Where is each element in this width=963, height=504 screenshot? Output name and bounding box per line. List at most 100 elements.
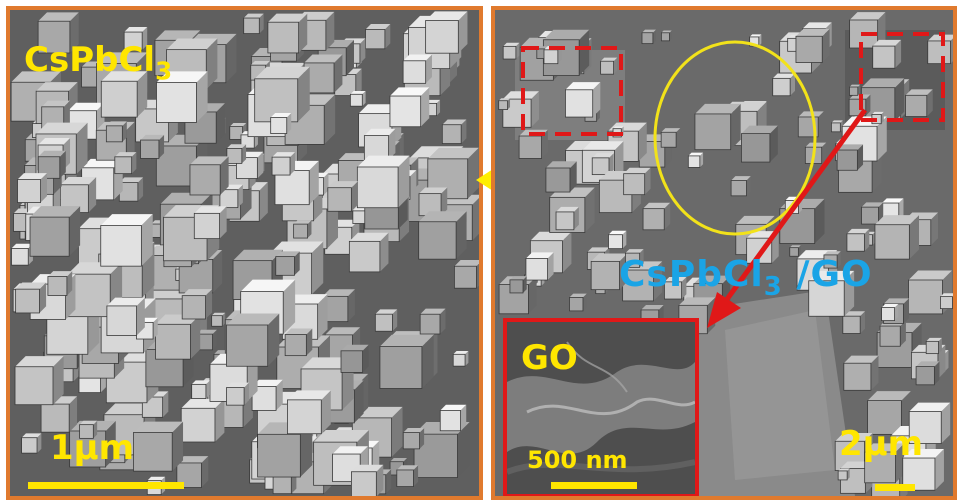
crystal-cube bbox=[123, 27, 148, 51]
crystal-cube bbox=[509, 276, 527, 294]
crystal-cube bbox=[694, 103, 741, 151]
crystal-cube bbox=[17, 173, 47, 203]
crystal-cube bbox=[660, 128, 681, 148]
crystal-cube bbox=[251, 379, 283, 411]
crystal-cube bbox=[915, 361, 940, 386]
crystal-cube bbox=[836, 144, 864, 171]
crystal-cube bbox=[664, 277, 687, 300]
crystal-cube bbox=[191, 380, 210, 399]
crystal-cube bbox=[881, 303, 899, 321]
crystal-cube bbox=[874, 215, 919, 260]
cspbcl3-go-label: CsPbCl3 /GO bbox=[619, 254, 873, 303]
crystal-cube bbox=[351, 464, 384, 496]
crystal-cube bbox=[348, 232, 389, 273]
highlight-ellipse bbox=[653, 40, 817, 236]
crystal-cube bbox=[730, 176, 751, 197]
crystal-cube bbox=[908, 402, 951, 444]
crystal-cube bbox=[270, 113, 292, 134]
crystal-cube bbox=[40, 396, 78, 433]
crystal-cube bbox=[591, 153, 614, 176]
scale-bar-1um bbox=[28, 482, 184, 489]
scale-bar-label-1um: 1μm bbox=[50, 428, 135, 468]
crystal-cube bbox=[925, 337, 942, 355]
crystal-cube bbox=[37, 12, 79, 54]
crystal-cube bbox=[660, 30, 672, 42]
scale-bar-label-2um: 2μm bbox=[839, 424, 924, 464]
crystal-cube bbox=[624, 249, 644, 268]
crystal-cube bbox=[176, 456, 209, 488]
go-sheet-micrograph bbox=[507, 322, 695, 494]
crystal-cube bbox=[156, 71, 208, 123]
crystal-cube bbox=[374, 309, 398, 332]
crystal-cube bbox=[100, 71, 148, 118]
sem-micrograph-cubic-crystals bbox=[10, 10, 479, 496]
crystal-cube bbox=[879, 320, 906, 347]
crystal-cube bbox=[905, 89, 933, 117]
cspbcl3-label: CsPbCl3 bbox=[24, 40, 173, 86]
crystal-cube bbox=[402, 54, 432, 84]
crystal-cube bbox=[284, 328, 313, 357]
go-label: GO bbox=[521, 338, 578, 378]
crystal-cube bbox=[184, 103, 225, 144]
crystal-cube bbox=[823, 251, 841, 269]
crystal-cube bbox=[29, 206, 81, 257]
crystal-cube bbox=[502, 42, 520, 60]
crystal-cube bbox=[843, 355, 879, 391]
crystal-cube bbox=[641, 29, 656, 45]
crystal-cube bbox=[189, 156, 229, 196]
crystal-cube bbox=[441, 119, 467, 144]
crystal-cube bbox=[642, 202, 671, 231]
crystal-cube bbox=[106, 297, 145, 336]
crystal-cube bbox=[105, 121, 127, 143]
crystal-cube bbox=[439, 404, 467, 432]
crystal-cube bbox=[14, 356, 64, 406]
crystal-cube bbox=[365, 24, 391, 50]
crystal-cube bbox=[267, 13, 308, 54]
go-inset-image: GO 500 nm bbox=[503, 318, 699, 496]
crystal-cube bbox=[118, 177, 144, 202]
crystal-cube bbox=[100, 214, 153, 267]
crystal-cube bbox=[569, 293, 587, 312]
crystal-cube bbox=[396, 465, 419, 487]
sem-image-cspbcl3-panel: CsPbCl3 1μm bbox=[6, 6, 483, 500]
crystal-cube bbox=[243, 13, 264, 35]
crystal-cube bbox=[419, 308, 446, 335]
crystal-cube bbox=[741, 125, 778, 163]
dashed-region-box-right bbox=[859, 32, 945, 122]
crystal-cube bbox=[418, 187, 448, 217]
crystal-cube bbox=[226, 382, 250, 406]
crystal-cube bbox=[590, 253, 628, 291]
crystal-cube bbox=[502, 91, 539, 128]
crystal-cube bbox=[795, 28, 830, 63]
crystal-cube bbox=[47, 271, 73, 296]
crystal-cube bbox=[363, 128, 396, 161]
crystal-cube bbox=[797, 111, 824, 138]
crystal-cube bbox=[37, 150, 66, 179]
crystal-cube bbox=[274, 160, 319, 206]
crystal-cube bbox=[525, 252, 554, 281]
crystal-cube bbox=[196, 329, 217, 351]
crystal-cube bbox=[340, 344, 369, 373]
crystal-cube bbox=[772, 73, 796, 97]
scale-bar-2um bbox=[875, 484, 915, 491]
crystal-cube bbox=[749, 34, 762, 47]
crystal-cube bbox=[193, 206, 227, 240]
crystal-cube bbox=[226, 313, 280, 367]
crystal-cube bbox=[226, 144, 247, 164]
crystal-cube bbox=[211, 312, 226, 327]
crystal-cube bbox=[181, 289, 213, 320]
crystal-cube bbox=[155, 314, 201, 360]
crystal-cube bbox=[872, 39, 902, 69]
crystal-cube bbox=[275, 251, 300, 276]
crystal-cube bbox=[133, 421, 184, 472]
crystal-cube bbox=[864, 443, 905, 484]
crystal-cube bbox=[287, 390, 331, 435]
crystal-cube bbox=[454, 260, 479, 289]
crystal-cube bbox=[418, 211, 467, 260]
crystal-cube bbox=[808, 270, 855, 317]
crystal-cube bbox=[356, 155, 410, 209]
crystal-cube bbox=[303, 54, 343, 94]
crystal-cube bbox=[940, 293, 953, 310]
crystal-cube bbox=[79, 420, 98, 439]
dashed-region-box-left bbox=[521, 46, 623, 136]
